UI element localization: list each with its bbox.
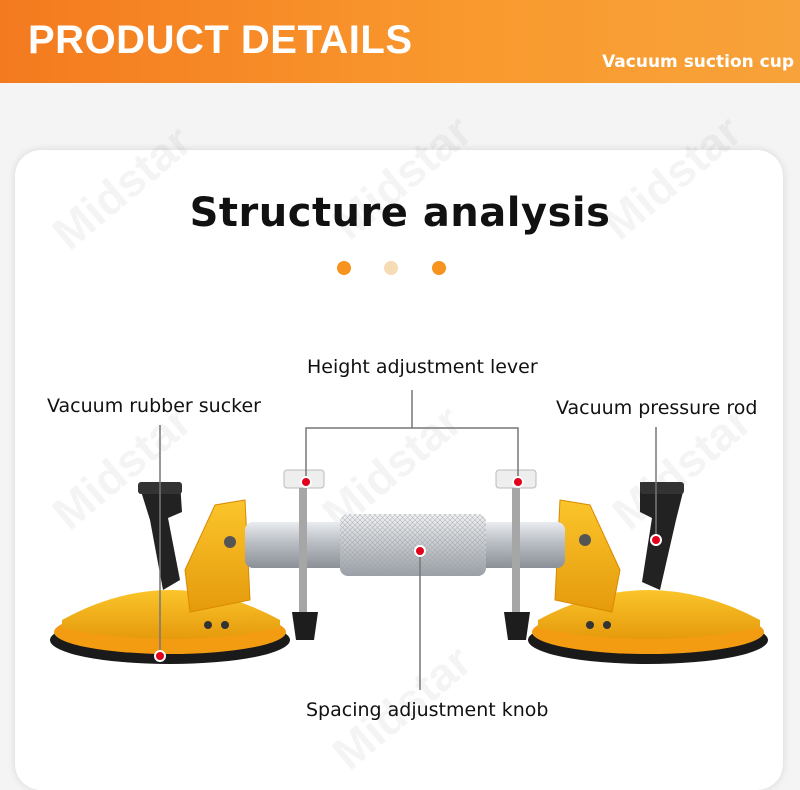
label-height-lever: Height adjustment lever: [307, 356, 538, 378]
section-title: Structure analysis: [189, 190, 611, 236]
label-pressure-rod: Vacuum pressure rod: [556, 397, 758, 419]
decor-dot: [337, 261, 351, 275]
right-suction-pad: [528, 499, 768, 664]
callout-lines: [159, 390, 657, 690]
header-banner: PRODUCT DETAILS Vacuum suction cup: [0, 0, 800, 83]
right-pressure-handle: [640, 482, 684, 590]
left-height-screw: [283, 469, 325, 640]
label-spacing-knob: Spacing adjustment knob: [306, 699, 549, 721]
left-suction-pad: [50, 499, 290, 664]
content-card: [15, 150, 783, 790]
spacing-knob: [340, 514, 486, 576]
decor-dot: [432, 261, 446, 275]
callout-markers: [154, 476, 662, 662]
decor-dot: [384, 261, 398, 275]
page-title: PRODUCT DETAILS: [28, 18, 413, 62]
label-rubber-sucker: Vacuum rubber sucker: [47, 395, 261, 417]
product-name: Vacuum suction cup: [602, 52, 794, 72]
